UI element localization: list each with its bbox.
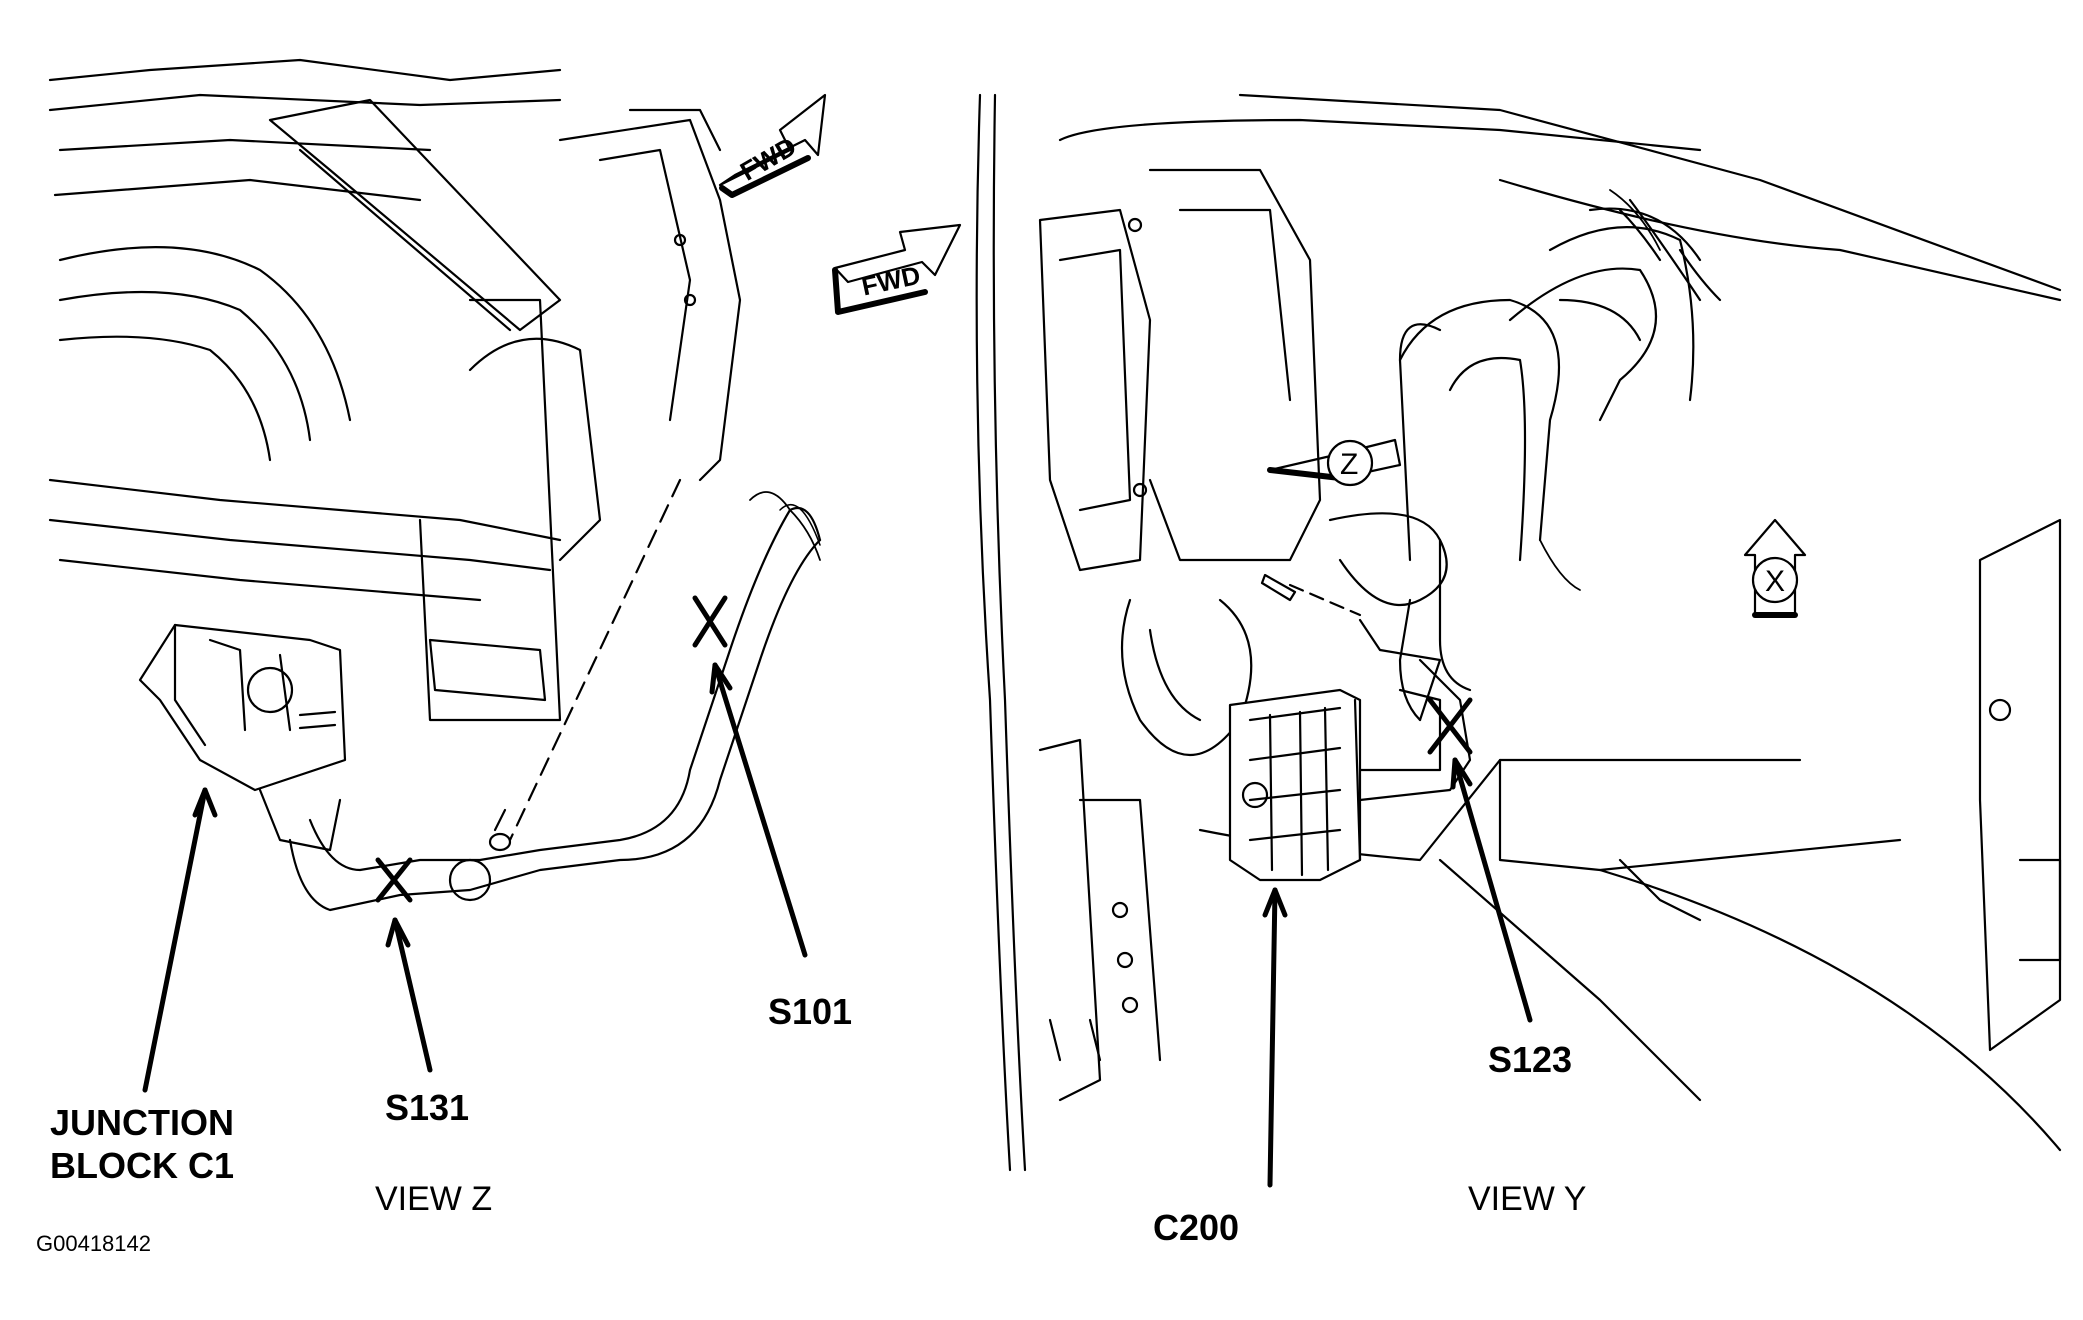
c200-label: C200 [1153, 1207, 1240, 1248]
view-z-leaders [142, 662, 808, 1093]
view-y-harness [1328, 189, 1722, 802]
figure-code: G00418142 [36, 1231, 151, 1256]
view-z-circle-label: Z [1340, 448, 1358, 481]
view-y-splice-marks [1427, 697, 1473, 755]
view-z-harness [288, 491, 822, 912]
fwd-arrow-left [718, 93, 827, 198]
view-y-body-panel [975, 93, 2062, 1172]
view-z-title: VIEW Z [375, 1180, 493, 1218]
view-z-dashboard-frame [48, 58, 742, 842]
c200-connector [1228, 688, 1362, 882]
junction-block-c1-label-line2: BLOCK C1 [50, 1145, 235, 1186]
s131-label: S131 [385, 1087, 470, 1128]
fwd-arrow-right [832, 223, 962, 315]
view-y-leaders [1262, 757, 1533, 1188]
view-x-circle-label: X [1765, 565, 1785, 598]
junction-block-c1 [138, 623, 347, 852]
view-z-splice-marks [375, 595, 728, 903]
view-z-direction-arrow [1267, 438, 1402, 487]
junction-block-c1-label-line1: JUNCTION [50, 1102, 235, 1143]
s123-label: S123 [1488, 1039, 1573, 1080]
view-x-direction-arrow [1743, 518, 1807, 618]
view-y-title: VIEW Y [1468, 1180, 1587, 1218]
s101-label: S101 [768, 991, 853, 1032]
